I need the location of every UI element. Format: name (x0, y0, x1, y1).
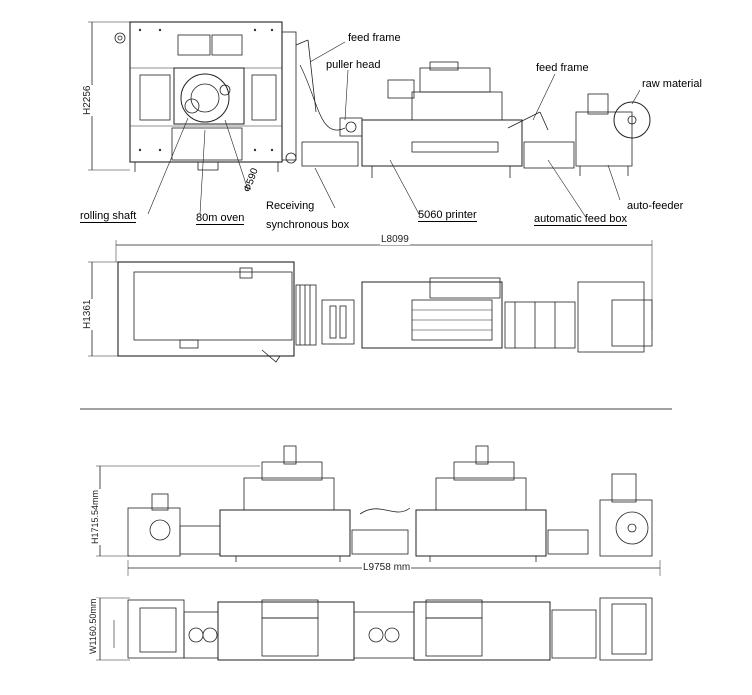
dimension-bottom-width: W1160.50mm (88, 597, 99, 655)
label-raw-material: raw material (642, 78, 702, 90)
label-puller-head: puller head (326, 59, 381, 71)
label-feed-frame-left: feed frame (348, 32, 401, 44)
label-printer: 5060 printer (418, 209, 477, 222)
bottom-plan-view (96, 597, 653, 661)
label-automatic-feed-box: automatic feed box (534, 213, 627, 226)
label-synchronous-box: synchronous box (266, 219, 350, 231)
top-plan-view (88, 240, 653, 363)
dimension-bottom-length: L9758 mm (362, 562, 412, 573)
label-rolling-shaft: rolling shaft (80, 210, 137, 223)
bottom-side-view (96, 445, 661, 576)
label-feed-frame-right: feed frame (536, 62, 589, 74)
label-auto-feeder: auto-feeder (627, 200, 684, 212)
label-receiving: Receiving (266, 200, 315, 212)
dimension-top-length: L8099 (380, 234, 410, 245)
dimension-mid-height: H1361 (82, 298, 93, 330)
dimension-bottom-height: H1715.54mm (90, 488, 101, 545)
label-oven: 80m oven (196, 212, 245, 225)
dimension-top-height: H2256 (82, 84, 93, 116)
top-side-view (88, 21, 651, 217)
